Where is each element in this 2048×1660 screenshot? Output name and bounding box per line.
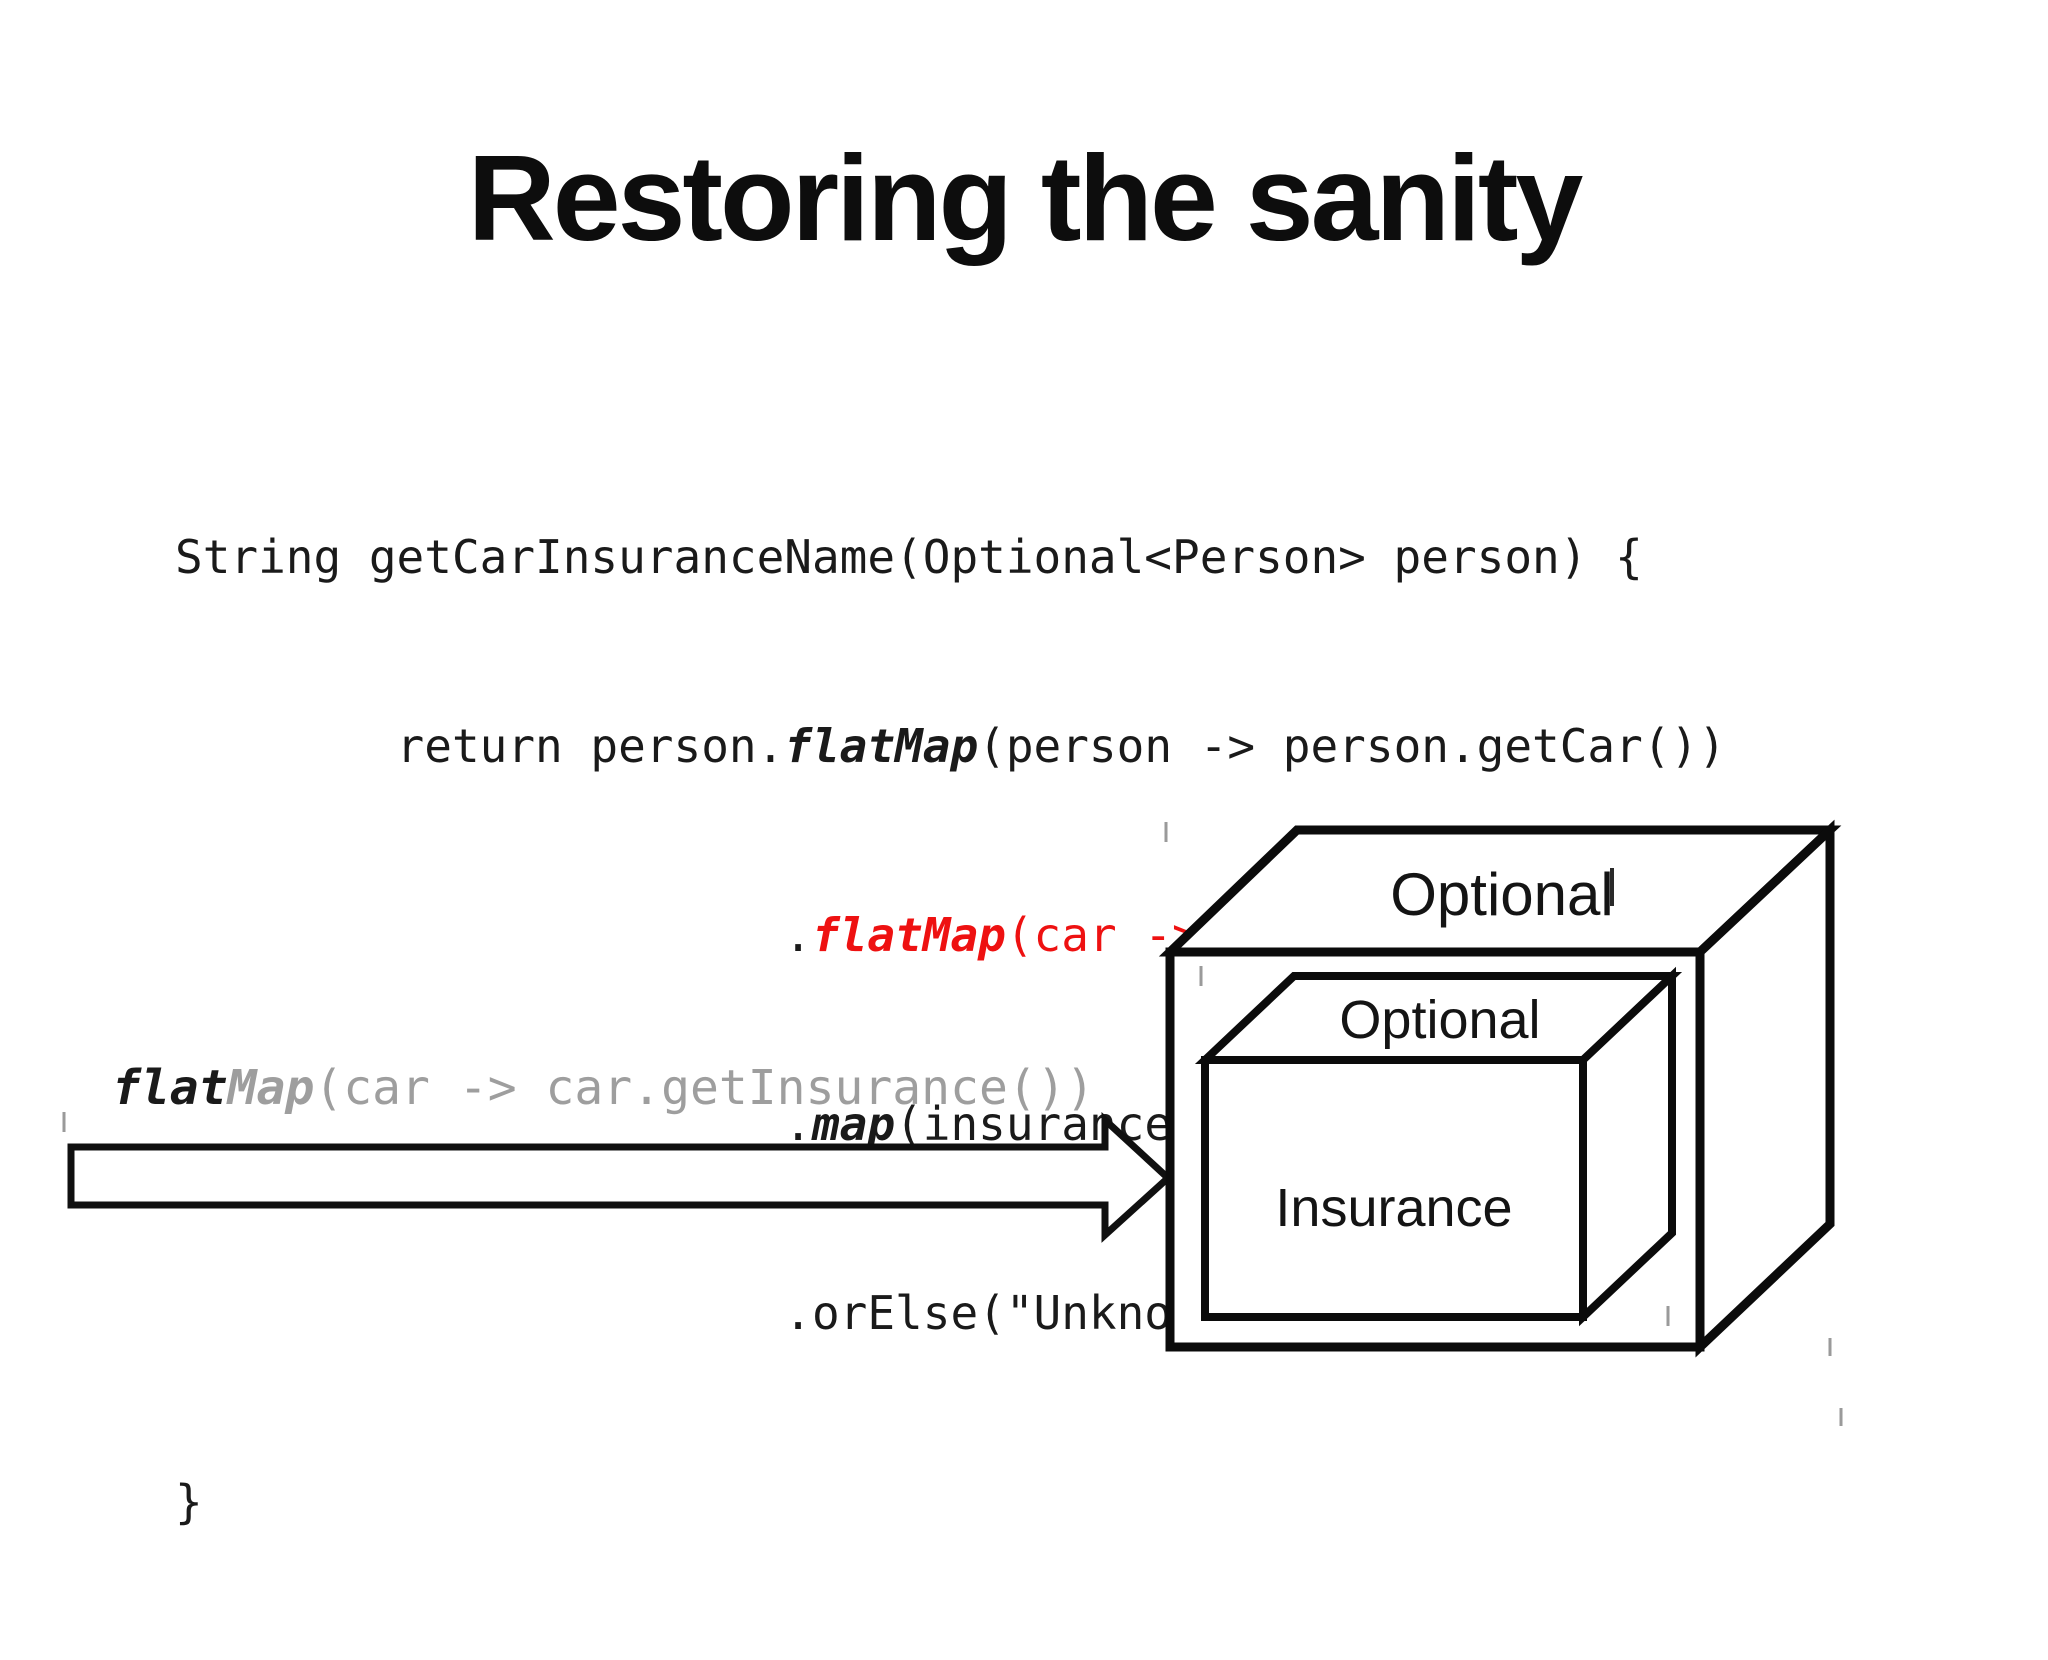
insurance-label: Insurance xyxy=(1275,1178,1512,1238)
inner-optional-label: Optional xyxy=(1339,990,1540,1050)
code-segment: . xyxy=(175,908,812,962)
inner-box-front-face xyxy=(1201,1056,1587,1321)
code-segment: } xyxy=(175,1475,203,1529)
annotation-map: Map xyxy=(227,1060,315,1116)
outer-optional-label: Optional xyxy=(1390,861,1613,928)
code-segment-flatmap: flatMap xyxy=(784,719,979,773)
code-line: return person.flatMap(person -> person.g… xyxy=(175,715,1837,778)
code-segment-map: map xyxy=(811,1097,896,1151)
annotation-flat: flat xyxy=(112,1060,228,1116)
stray-marks xyxy=(62,822,1843,1426)
code-segment: String getCarInsuranceName(Optional<Pers… xyxy=(175,530,1643,584)
annotation-lambda: (car -> car.getInsurance()) xyxy=(314,1060,1095,1116)
slide: Restoring the sanity String getCarInsura… xyxy=(62,130,1843,1534)
code-segment: . xyxy=(175,1097,812,1151)
code-segment-flatmap: flatMap xyxy=(811,908,1006,962)
code-segment: return person. xyxy=(175,719,785,773)
code-segment: (person -> person.getCar()) xyxy=(978,719,1726,773)
code-line: String getCarInsuranceName(Optional<Pers… xyxy=(175,526,1837,589)
code-line: } xyxy=(175,1471,1837,1534)
inner-optional-box: Optional Insurance xyxy=(1194,966,1683,1327)
flatmap-arrow xyxy=(67,1112,1174,1243)
page-title: Restoring the sanity xyxy=(467,130,1584,266)
optional-diagram: Optional Optional Insurance xyxy=(62,819,1843,1426)
flatmap-annotation: flatMap(car -> car.getInsurance()) xyxy=(112,1064,1095,1112)
